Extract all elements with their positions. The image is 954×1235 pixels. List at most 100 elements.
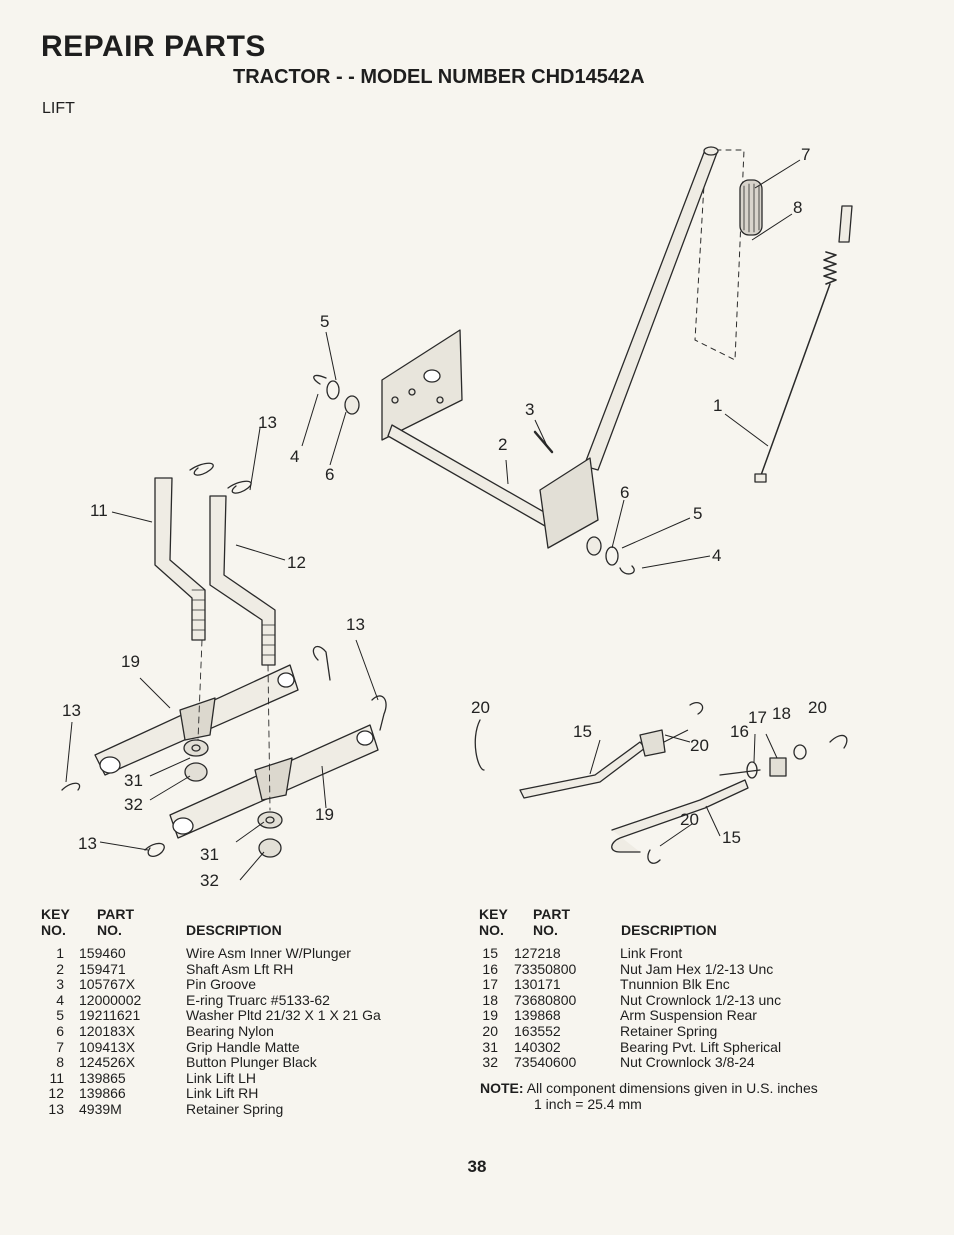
key-number: 2	[56, 960, 64, 977]
callout-label: 4	[712, 546, 721, 565]
callout-label: 13	[258, 413, 277, 432]
part-description: Washer Pltd 21/32 X 1 X 21 Ga	[186, 1007, 381, 1024]
callout-label: 19	[315, 805, 334, 824]
callout-label: 12	[287, 553, 306, 572]
key-number: 4	[56, 991, 64, 1008]
part-number: 139865	[79, 1069, 126, 1086]
part-no-header-line2: NO.	[97, 922, 122, 938]
key-number: 8	[56, 1054, 64, 1071]
part-description: Button Plunger Black	[186, 1054, 317, 1071]
key-number: 17	[482, 976, 498, 993]
part-row: 4 12000002 E-ring Truarc #5133-62	[0, 991, 460, 1009]
callout-label: 19	[121, 652, 140, 671]
key-number: 13	[48, 1100, 64, 1117]
part-description: Tnunnion Blk Enc	[620, 976, 730, 993]
callout-label: 2	[498, 435, 507, 454]
part-number: 120183X	[79, 1022, 136, 1039]
callout-label: 13	[346, 615, 365, 634]
callout-label: 6	[620, 483, 629, 502]
description-header: DESCRIPTION	[186, 922, 282, 938]
part-row: 1 159460 Wire Asm Inner W/Plunger	[0, 945, 460, 962]
part-description: E-ring Truarc #5133-62	[186, 991, 330, 1008]
key-number: 16	[482, 960, 498, 977]
callout-label: 3	[525, 400, 534, 419]
part-number: 127218	[514, 945, 561, 961]
key-no-header-line2: NO.	[479, 922, 504, 938]
section-label: LIFT	[42, 100, 75, 117]
callout-labels: 7 8 5 1 13 3 4 2 6 11 6 5 12 4 13 19 13 …	[62, 145, 827, 890]
callout-label: 20	[690, 736, 709, 755]
description-header: DESCRIPTION	[621, 922, 717, 938]
key-number: 31	[482, 1038, 498, 1055]
part-number: 12000002	[79, 991, 142, 1008]
part-description: Retainer Spring	[186, 1100, 284, 1117]
parts-list-left: 1 159460 Wire Asm Inner W/Plunger 2 159471 S…	[0, 945, 460, 1118]
callout-label: 20	[471, 698, 490, 717]
callout-label: 8	[793, 198, 802, 217]
key-number: 5	[56, 1007, 64, 1024]
right-table-header: KEY NO. PART NO. DESCRIPTION	[470, 906, 940, 940]
part-row: 5 19211621 Washer Pltd 21/32 X 1 X 21 Ga	[0, 1008, 460, 1024]
part-description: Nut Crownlock 1/2-13 unc	[620, 991, 782, 1008]
part-number: 124526X	[79, 1054, 136, 1071]
part-description: Bearing Nylon	[186, 1022, 274, 1039]
key-number: 19	[482, 1007, 498, 1024]
callout-label: 15	[573, 722, 592, 741]
callout-label: 31	[124, 771, 143, 790]
note-label: NOTE:	[480, 1080, 524, 1096]
part-number: 73540600	[514, 1054, 577, 1071]
callout-label: 32	[124, 795, 143, 814]
callout-label: 4	[290, 447, 299, 466]
key-number: 32	[482, 1054, 498, 1071]
note-line-1: All component dimensions given in U.S. i…	[526, 1080, 818, 1096]
part-description: Retainer Spring	[620, 1022, 718, 1039]
part-row: 2 159471 Shaft Asm Lft RH	[0, 960, 460, 978]
note-line-2: 1 inch = 25.4 mm	[534, 1096, 642, 1112]
key-no-header-line1: KEY	[479, 906, 508, 922]
callout-label: 7	[801, 145, 810, 164]
part-description: Link Front	[620, 945, 683, 961]
key-number: 7	[56, 1038, 64, 1055]
part-description: Arm Suspension Rear	[620, 1007, 757, 1024]
callout-label: 32	[200, 871, 219, 890]
part-no-header-line1: PART	[533, 906, 571, 922]
callout-label: 6	[325, 465, 334, 484]
callout-label: 31	[200, 845, 219, 864]
model-subtitle: TRACTOR - - MODEL NUMBER CHD14542A	[233, 66, 645, 88]
callout-label: 20	[808, 698, 827, 717]
key-number: 20	[482, 1022, 498, 1039]
part-description: Wire Asm Inner W/Plunger	[186, 945, 351, 961]
part-row: 3 105767X Pin Groove	[0, 977, 460, 993]
part-number: 105767X	[79, 976, 136, 993]
callout-label: 17	[748, 708, 767, 727]
key-number: 3	[56, 976, 64, 993]
callout-label: 1	[713, 396, 722, 415]
key-no-header-line2: NO.	[41, 922, 66, 938]
key-number: 18	[482, 991, 498, 1008]
part-number: 19211621	[79, 1007, 141, 1024]
part-number: 73680800	[514, 991, 577, 1008]
dimension-note: NOTE: All component dimensions given in …	[480, 1080, 818, 1112]
part-number: 139866	[79, 1085, 126, 1102]
part-number: 4939M	[79, 1100, 122, 1117]
part-number: 73350800	[514, 960, 577, 977]
part-description: Nut Crownlock 3/8-24	[620, 1054, 755, 1071]
key-number: 1	[56, 945, 64, 961]
part-no-header-line2: NO.	[533, 922, 558, 938]
part-description: Shaft Asm Lft RH	[186, 960, 294, 977]
exploded-parts-diagram: 7 8 5 1 13 3 4 2 6 11 6 5 12 4 13 19 13 …	[61, 145, 853, 890]
part-description: Pin Groove	[186, 976, 257, 993]
callout-label: 5	[320, 312, 329, 331]
callout-label: 13	[62, 701, 81, 720]
part-number: 159471	[79, 960, 126, 977]
part-number: 159460	[79, 945, 126, 961]
